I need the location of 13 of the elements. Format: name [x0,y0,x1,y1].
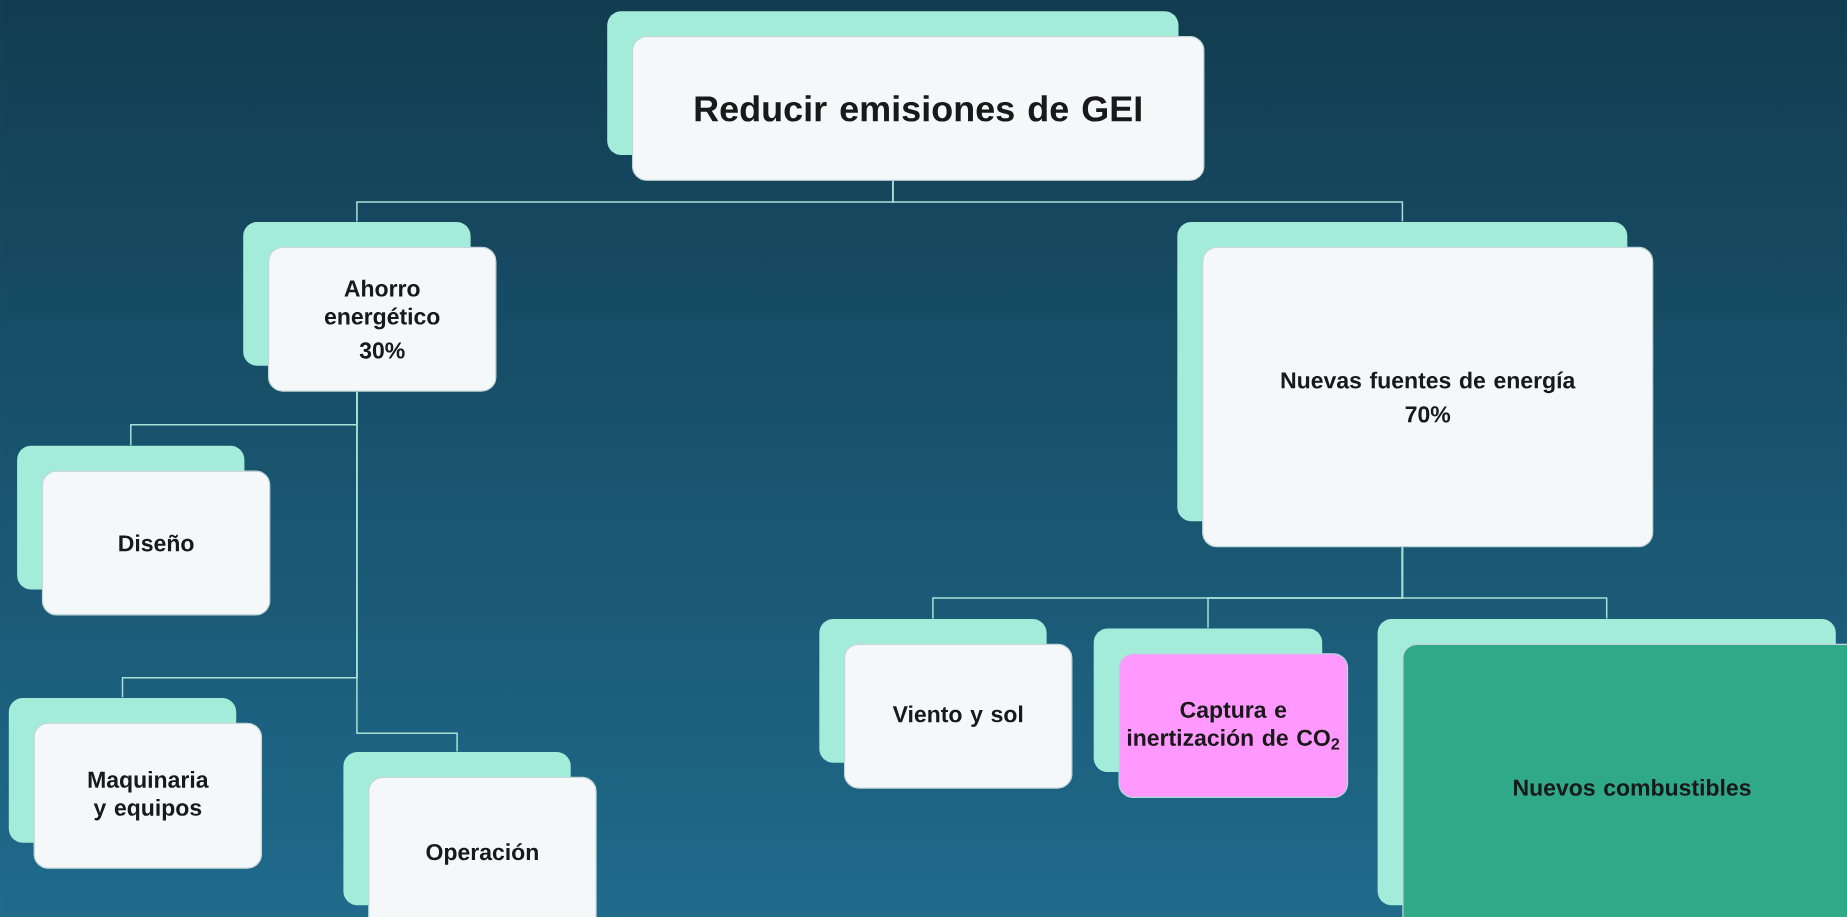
node-label: 2 [1331,738,1340,750]
org-chart-box: Captura e inertización de CO$_{2}$ [1093,628,1349,799]
org-chart-box: Nuevas fuentes de energía 70% [1177,222,1654,548]
org-chart-box: Diseño [17,445,271,616]
org-chart-box: Viento y sol [819,619,1073,789]
connector-line [356,390,458,753]
org-chart-box: Ahorro energético 30% [243,222,497,392]
connector-line [892,180,1404,223]
org-chart-box: Reducir emisiones de GEI [607,11,1205,181]
org-chart-box: Operación [343,752,597,917]
org-chart-box: Nuevos combustibles [1377,619,1847,917]
connector-line [1401,546,1608,620]
org-chart-box: Maquinaria y equipos [8,697,263,869]
